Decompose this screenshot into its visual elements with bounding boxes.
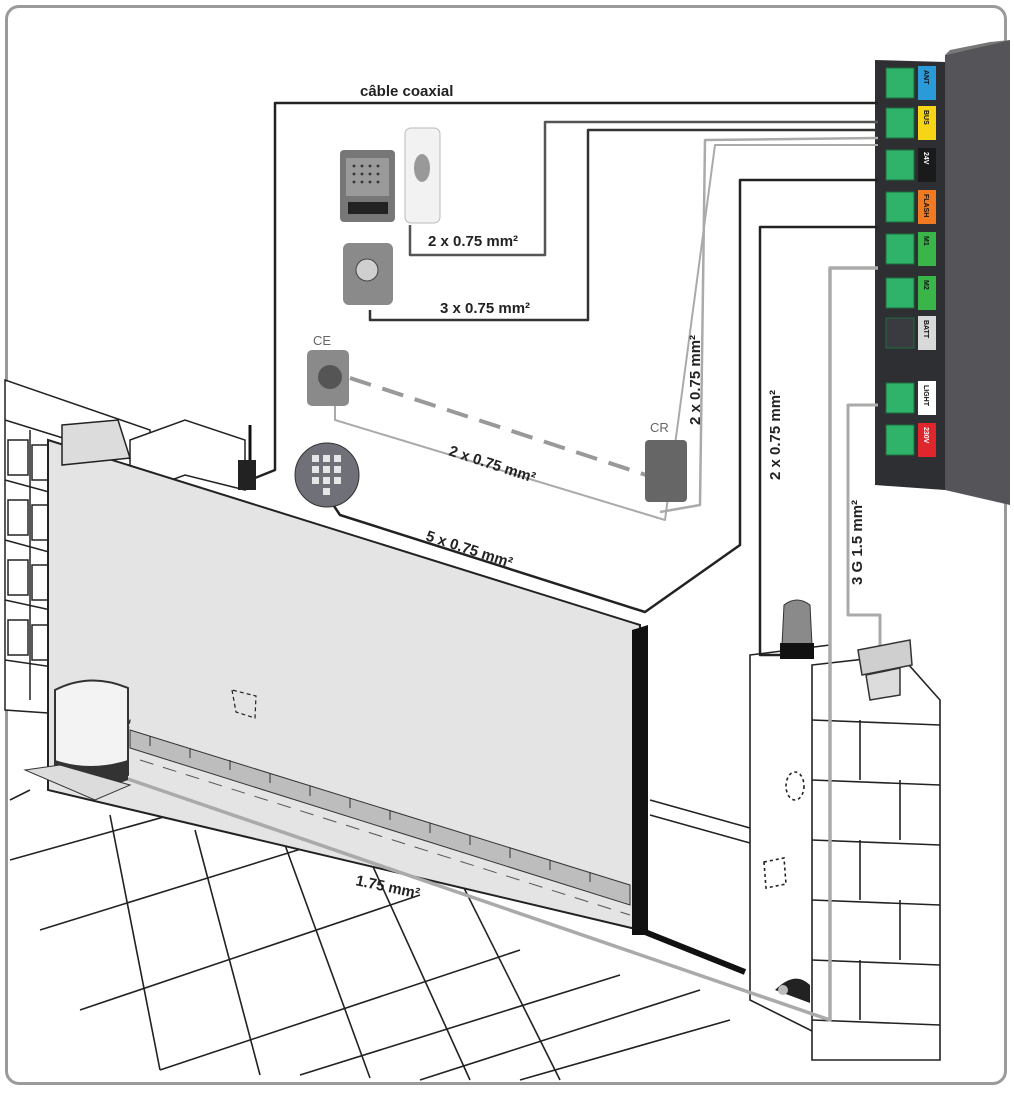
intercom-handset — [404, 127, 441, 224]
keyswitch-cable — [368, 128, 878, 322]
terminal-block-light: LIGHT — [885, 381, 936, 415]
keypad-cable — [328, 178, 878, 614]
terminal-label: M1 — [922, 236, 929, 246]
cable-label-photocell: 2 x 0.75 mm² — [447, 443, 538, 487]
key-switch — [343, 243, 393, 305]
photocell-post-sensor — [775, 978, 810, 1003]
terminal-block-bus: BUS — [885, 106, 936, 140]
terminal-block-m1: M1 — [885, 232, 936, 266]
photocell-ce: CE — [307, 333, 349, 406]
cable-label-receiver: 2 x 0.75 mm² — [687, 335, 704, 425]
terminal-block-flash: FLASH — [885, 190, 936, 224]
intercom-panel — [340, 150, 395, 222]
gate-motor — [23, 679, 132, 801]
cable-label-light: 3 G 1.5 mm² — [849, 500, 866, 585]
terminal-label: LIGHT — [922, 385, 929, 407]
cable-label-flash: 2 x 0.75 mm² — [767, 390, 784, 480]
cable-label-intercom: 2 x 0.75 mm² — [428, 233, 518, 250]
photocell-cr: CR — [645, 420, 687, 502]
cable-label-coax: câble coaxial — [360, 83, 453, 100]
cables — [124, 101, 900, 1022]
gear-rack-teeth — [149, 736, 591, 882]
photocell-ce-cr — [349, 376, 647, 477]
terminal-block-230v: 230V — [885, 423, 936, 457]
terminal-label: ANT — [922, 70, 929, 85]
terminal-label: 230V — [922, 427, 929, 444]
intercom-cable — [408, 120, 878, 257]
flash-cable — [758, 225, 878, 657]
terminal-block-24v: 24V — [885, 148, 936, 182]
ce-label: CE — [313, 333, 331, 348]
terminal-block-m2: M2 — [885, 276, 936, 310]
terminal-label: BATT — [922, 320, 929, 339]
right-pillar — [749, 644, 941, 1061]
terminal-block-batt: BATT — [885, 316, 936, 350]
flood-light — [857, 639, 913, 701]
photocell-cable — [334, 144, 878, 521]
flashing-light — [780, 599, 814, 659]
antenna — [238, 425, 256, 490]
cable-label-keyswitch: 3 x 0.75 mm² — [440, 300, 530, 317]
terminal-label: M2 — [922, 280, 929, 290]
terminal-label: 24V — [922, 152, 929, 165]
terminal-block-ant: ANT — [885, 66, 936, 100]
terminal-label: BUS — [922, 110, 929, 125]
sliding-gate — [47, 419, 751, 975]
coax-cable — [254, 101, 878, 480]
receiver-cable — [659, 136, 879, 514]
terminal-label: FLASH — [922, 194, 929, 217]
digital-keypad — [294, 442, 360, 508]
motor-cable — [124, 266, 878, 1022]
cr-label: CR — [650, 420, 669, 435]
